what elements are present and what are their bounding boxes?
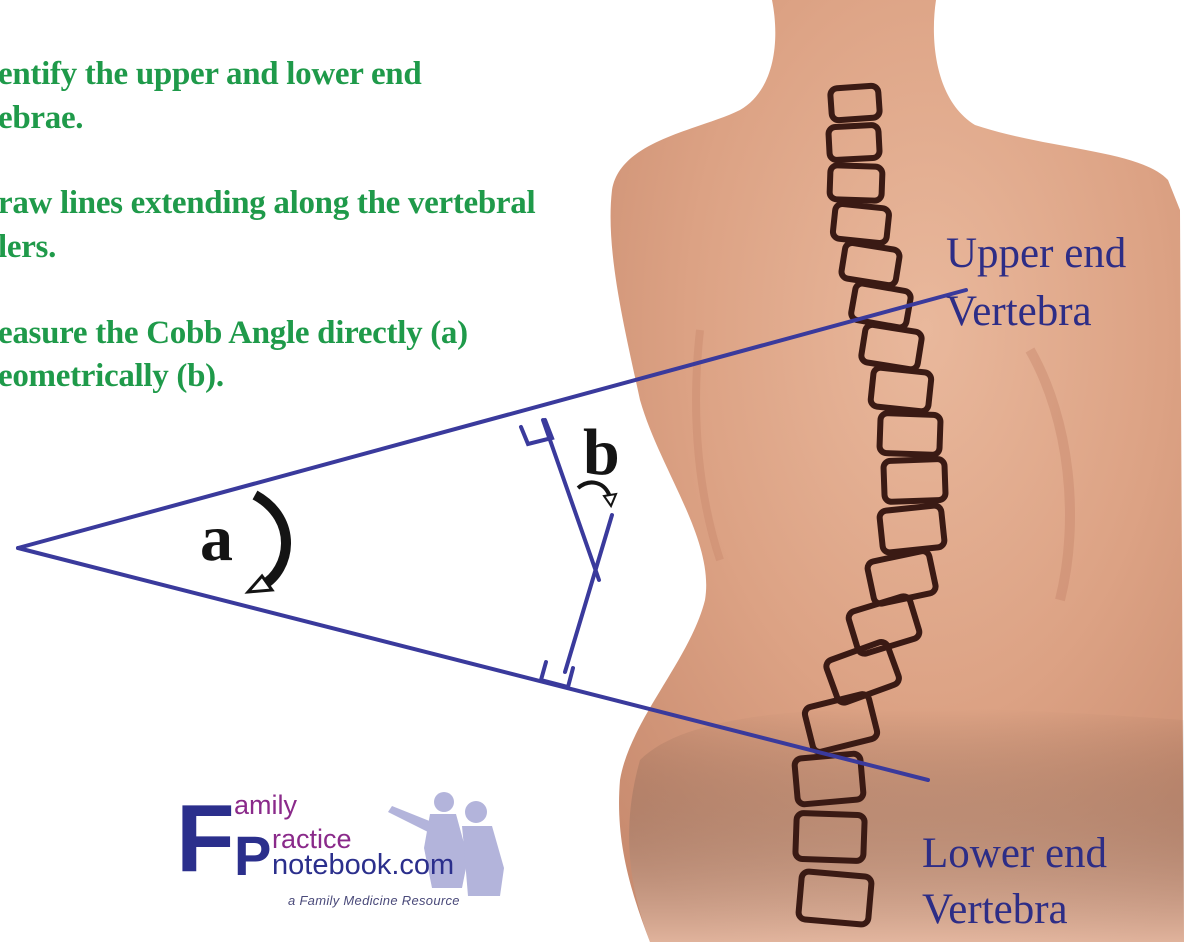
step-2-line-2: lers. xyxy=(0,227,56,267)
upper-end-label-line-2: Vertebra xyxy=(946,287,1092,337)
logo-letter-f: F xyxy=(176,791,235,887)
lower-perpendicular-line xyxy=(565,515,612,672)
angle-b-label: b xyxy=(583,420,620,486)
family-practice-notebook-logo: F amily P ractice notebook.com a Family … xyxy=(176,788,516,918)
lower-back-highlight xyxy=(629,708,1184,942)
step-3-line-2: eometrically (b). xyxy=(0,356,224,396)
logo-word-amily: amily xyxy=(234,792,297,819)
upper-end-label-line-1: Upper end xyxy=(946,229,1126,279)
angle-a-arrow xyxy=(255,495,286,585)
lower-end-label-line-1: Lower end xyxy=(922,829,1107,879)
logo-figures-graphic xyxy=(372,788,512,898)
step-2-line-1: raw lines extending along the vertebral xyxy=(0,183,535,223)
step-1-line-2: ebrae. xyxy=(0,98,83,138)
angle-b-arrowhead xyxy=(604,494,616,506)
step-3-line-1: easure the Cobb Angle directly (a) xyxy=(0,313,468,353)
logo-tagline: a Family Medicine Resource xyxy=(288,894,460,908)
angle-a-label: a xyxy=(200,506,233,572)
lower-end-label-line-2: Vertebra xyxy=(922,885,1068,935)
step-1-line-1: entify the upper and lower end xyxy=(0,54,421,94)
logo-letter-p: P xyxy=(234,828,271,884)
logo-word-notebook: notebook.com xyxy=(272,850,454,880)
